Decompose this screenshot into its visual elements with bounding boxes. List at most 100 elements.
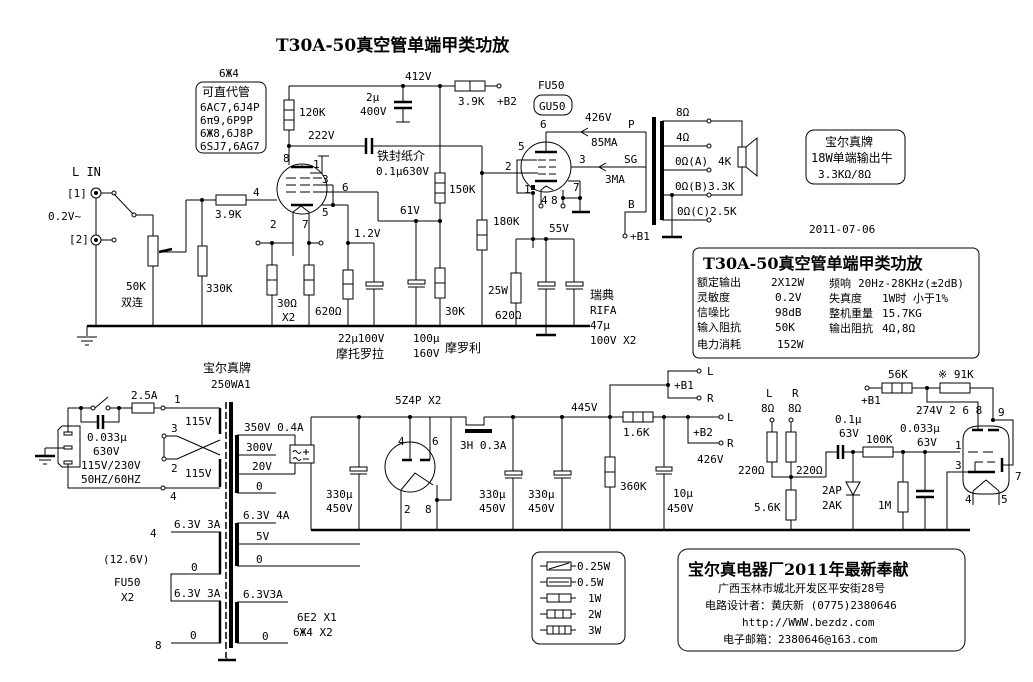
spec-key: 灵敏度 [697, 290, 730, 304]
subs-line: 6SJ7,6AG7 [200, 140, 260, 153]
b2-resistor-value: 3.9K [458, 95, 485, 108]
resistor-icon [283, 99, 295, 131]
filter-cap-voltage: 450V [528, 502, 555, 515]
secondary-tap: 300V [246, 441, 273, 454]
secondary-tap: 350V 0.4A [244, 421, 304, 434]
output-grid-resistor-value: 180K [493, 215, 520, 228]
b-plus-voltage: 445V [571, 401, 598, 414]
primary-pin: 3 [171, 422, 178, 435]
coupling-cap-type: 铁封纸介 [377, 149, 425, 163]
legend-label: 2W [588, 608, 602, 621]
indicator-cap-voltage: 63V [839, 427, 859, 440]
bleeder-resistor-value: 360K [620, 480, 647, 493]
electrolytic-cap-icon [349, 466, 368, 472]
electrolytic-cap-icon [504, 470, 523, 476]
b2-label: +B2 [497, 95, 517, 108]
spec-value: 1W时 小于1% [882, 292, 948, 305]
legend-item: 2W [540, 608, 602, 621]
indicator-load: 8Ω [761, 402, 775, 415]
spec-value: 50K [775, 321, 795, 334]
spec-value: 98dB [775, 306, 802, 319]
rectifier-pin: 6 [432, 435, 439, 448]
legend-label: 1W [588, 592, 602, 605]
fuse-rating: 2.5A [131, 389, 158, 402]
screen-cap-brand: 摩罗利 [445, 340, 481, 355]
driver-cathode-resistor-mult: X2 [282, 311, 295, 324]
electrolytic-cap-icon [655, 466, 673, 472]
ot-type: 18W单端输出牛 [811, 150, 893, 165]
legend-label: 0.25W [577, 560, 610, 573]
output-cathode-cap-value: 47μ [590, 319, 610, 332]
credits-box: 宝尔真电器厂2011年最新奉献 广西玉林市城北开发区平安街28号 电路设计者：黄… [677, 548, 966, 652]
power-resistor-icon [510, 272, 522, 304]
filter-cap-voltage: 450V [667, 502, 694, 515]
driver-pin-label: 6 [342, 181, 349, 194]
channel-label: L [727, 411, 734, 424]
output-cathode-cap-brand2: RIFA [590, 304, 617, 317]
power-transformer-brand: 宝尔真牌 [203, 360, 251, 375]
mains-cap-voltage: 630V [93, 445, 120, 458]
filter-cap-value: 10μ [673, 487, 693, 500]
filter-cap-value: 330μ [528, 488, 555, 501]
heater-pin: 8 [155, 639, 162, 652]
secondary-tap: 20V [252, 460, 272, 473]
power-transformer-model: 250WA1 [211, 378, 251, 391]
power-switch-icon [94, 396, 109, 409]
transformer-tap-b: B [628, 198, 635, 211]
output-tube-label: FU50 [538, 79, 565, 92]
subs-line: 6Ж8,6J8P [200, 127, 253, 140]
input-section: L IN [1] 0.2V~ [2] 50K 双连 3.9K [48, 165, 590, 346]
driver-pin-label: 7 [302, 218, 309, 231]
resistor-icon [622, 411, 654, 423]
output-plate-current: 85MA [591, 136, 618, 149]
output-transformer-info-box [805, 129, 906, 185]
resistor-icon [197, 245, 208, 277]
indicator-tube-icon [962, 425, 1010, 495]
grid-stopper-value: 3.9K [215, 208, 242, 221]
output-tube-alt: GU50 [539, 100, 566, 113]
heater-tap: 0 [262, 630, 269, 643]
rectifier-tube-label: 5Z4P X2 [395, 394, 441, 407]
resistor-wattage-legend: 0.25W 0.5W 1W 2W 3W [531, 551, 626, 645]
fu50-heater-label: FU50 [114, 576, 141, 589]
plate-resistor-value: 120K [299, 106, 326, 119]
electrolytic-cap-icon [553, 470, 572, 476]
spec-value: 0.2V [775, 291, 802, 304]
subs-line: 6π9,6P9P [200, 114, 253, 127]
output-cathode-resistor-value: 620Ω [495, 309, 522, 322]
subs-line: 6AC7,6J4P [200, 101, 260, 114]
legend-item: 3W [540, 624, 602, 637]
volume-pot-icon [147, 235, 159, 267]
spec-value: 4Ω,8Ω [882, 322, 915, 335]
spec-title: T30A-50真空管单端甲类功放 [703, 254, 923, 273]
heater-tap: 6.3V3A [243, 588, 283, 601]
indicator-load: 8Ω [788, 402, 802, 415]
spec-box: T30A-50真空管单端甲类功放 额定输出 2X12W 灵敏度 0.2V 信噪比… [692, 247, 980, 359]
choke-rating: 3H 0.3A [460, 439, 507, 452]
spec-value: 2X12W [771, 276, 804, 289]
legend-item: 0.25W [540, 560, 610, 573]
indicator-cap2-voltage: 63V [917, 436, 937, 449]
spec-key: 整机重量 [829, 306, 873, 320]
indicator-pin: 4 [965, 493, 972, 506]
heater-tap: 0 [256, 553, 263, 566]
secondary-tap: 0 [256, 480, 263, 493]
credits-address: 广西玉林市城北开发区平安街28号 [718, 581, 885, 595]
indicator-pin: 1 [955, 439, 962, 452]
ot-impedance: 3.3KΩ/8Ω [818, 168, 871, 181]
indicator-voltage: 274V 2 6 8 [916, 404, 982, 417]
b1-label: +B1 [674, 379, 694, 392]
indicator-channel-label: R [792, 387, 799, 400]
substitute-tubes-box [195, 81, 267, 154]
tuning-indicator-section: L R 8Ω 8Ω 220Ω 220Ω 5.6K 0.1μ 63V 2AP 2A… [664, 368, 1022, 532]
primary-pin: 4 [170, 490, 177, 503]
output-cathode-resistor-power: 25W [488, 284, 508, 297]
indicator-leak-resistor: 1M [878, 499, 892, 512]
heater-tap: 6.3V 4A [243, 509, 290, 522]
screen-voltage: 61V [400, 204, 420, 217]
indicator-series-resistor: 100K [866, 433, 893, 446]
legend-item: 0.5W [540, 576, 604, 589]
driver-pin-label: 3 [322, 173, 329, 186]
primary-voltage: 115V [185, 467, 212, 480]
tap-impedance-4k: 4K [718, 155, 732, 168]
